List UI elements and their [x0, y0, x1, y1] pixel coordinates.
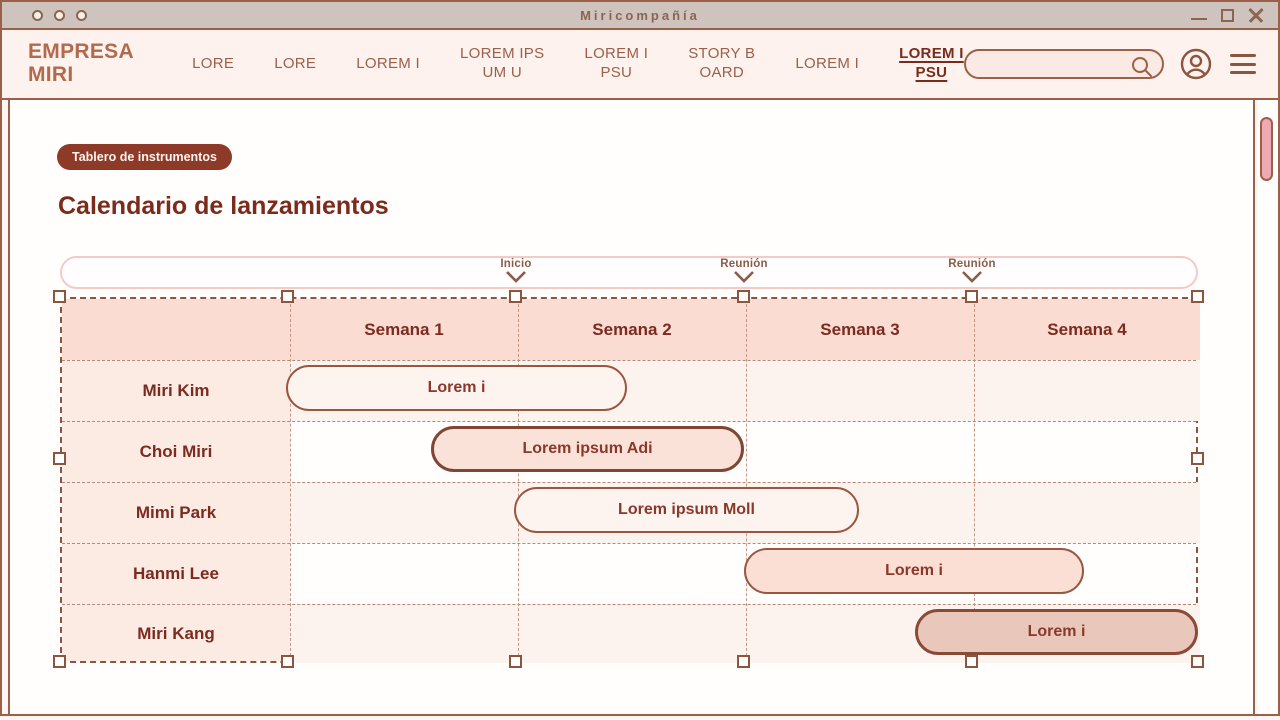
dashboard-badge: Tablero de instrumentos [57, 144, 232, 170]
page-title: Calendario de lanzamientos [58, 192, 389, 220]
traffic-dot-icon[interactable] [32, 9, 43, 21]
nav-item-1[interactable]: LORE [192, 54, 235, 72]
row-name: Hanmi Lee [133, 563, 219, 583]
gantt-bar-choi-miri[interactable]: Lorem ipsum Adi [431, 426, 744, 472]
grid-line [62, 421, 1196, 422]
timeline-track [60, 256, 1198, 289]
selection-handle[interactable] [1191, 452, 1204, 465]
gantt-bar-mimi-park[interactable]: Lorem ipsum Moll [514, 487, 859, 533]
nav-item-2[interactable]: LORE [274, 54, 317, 72]
selection-handle[interactable] [1191, 290, 1204, 303]
week-header-1: Semana 1 [364, 319, 444, 339]
titlebar: Miricompañía [2, 2, 1278, 30]
selection-handle[interactable] [281, 655, 294, 668]
hamburger-icon [1230, 62, 1256, 66]
selection-handle[interactable] [53, 452, 66, 465]
row-name: Miri Kang [137, 623, 215, 643]
company-logo[interactable]: EMPRESA MIRI [28, 41, 146, 86]
row-name: Mimi Park [135, 502, 217, 522]
window-title: Miricompañía [580, 7, 700, 23]
timeline-marker-reunion-1[interactable]: Reunión [699, 258, 789, 283]
person-icon [1180, 48, 1212, 80]
nav-item-3[interactable]: LOREM I [356, 54, 421, 72]
row-name: Choi Miri [139, 441, 213, 461]
gantt-bar-hanmi-lee[interactable]: Lorem i [744, 548, 1084, 594]
logo-line2: MIRI [28, 63, 74, 86]
nav-item-7[interactable]: LOREM I [795, 54, 860, 72]
search-box [963, 49, 1164, 79]
grid-line [746, 299, 747, 661]
menu-button[interactable] [1230, 54, 1256, 74]
scrollbar-thumb[interactable] [1260, 117, 1273, 181]
chevron-down-icon [962, 271, 982, 283]
traffic-dot-icon[interactable] [54, 9, 65, 21]
row-name: Miri Kim [142, 380, 210, 400]
week-header-3: Semana 3 [820, 319, 900, 339]
search-input[interactable] [977, 51, 1128, 77]
grid-line [62, 604, 1196, 605]
scrollbar-track[interactable] [1257, 100, 1278, 716]
week-header-2: Semana 2 [592, 319, 672, 339]
traffic-dot-icon[interactable] [76, 9, 87, 21]
name-column-background [62, 360, 290, 661]
header-row-background [62, 299, 1200, 360]
chevron-down-icon [506, 271, 526, 283]
grid-line [974, 299, 975, 661]
selection-handle[interactable] [965, 290, 978, 303]
logo-line1: EMPRESA [28, 40, 134, 64]
selection-handle[interactable] [53, 655, 66, 668]
selection-handle[interactable] [965, 655, 978, 668]
grid-line [62, 360, 1196, 361]
site-header: EMPRESA MIRI LORE LORE LOREM I LOREM IPS… [2, 30, 1278, 100]
selection-handle[interactable] [281, 290, 294, 303]
search-icon[interactable] [1130, 55, 1154, 79]
selection-handle[interactable] [1191, 655, 1204, 668]
maximize-icon[interactable] [1221, 8, 1234, 22]
grid-line [290, 299, 291, 661]
timeline-marker-inicio[interactable]: Inicio [471, 258, 561, 283]
gantt-bar-miri-kang[interactable]: Lorem i [915, 609, 1198, 655]
grid-line [62, 543, 1196, 544]
account-button[interactable] [1180, 48, 1212, 80]
traffic-lights [32, 9, 87, 21]
week-header-4: Semana 4 [1047, 319, 1127, 339]
hamburger-icon [1230, 71, 1256, 74]
selection-handle[interactable] [53, 290, 66, 303]
selection-handle[interactable] [737, 655, 750, 668]
chevron-down-icon [734, 271, 754, 283]
timeline-marker-reunion-2[interactable]: Reunión [927, 258, 1017, 283]
minimize-icon[interactable] [1191, 17, 1207, 21]
selection-handle[interactable] [509, 290, 522, 303]
selection-handle[interactable] [509, 655, 522, 668]
gantt-bar-miri-kim[interactable]: Lorem i [286, 365, 627, 411]
grid-line [62, 482, 1196, 483]
selection-handle[interactable] [737, 290, 750, 303]
window-controls [1191, 7, 1264, 23]
hamburger-icon [1230, 54, 1256, 57]
close-icon[interactable] [1248, 7, 1264, 23]
grid-line [518, 299, 519, 661]
